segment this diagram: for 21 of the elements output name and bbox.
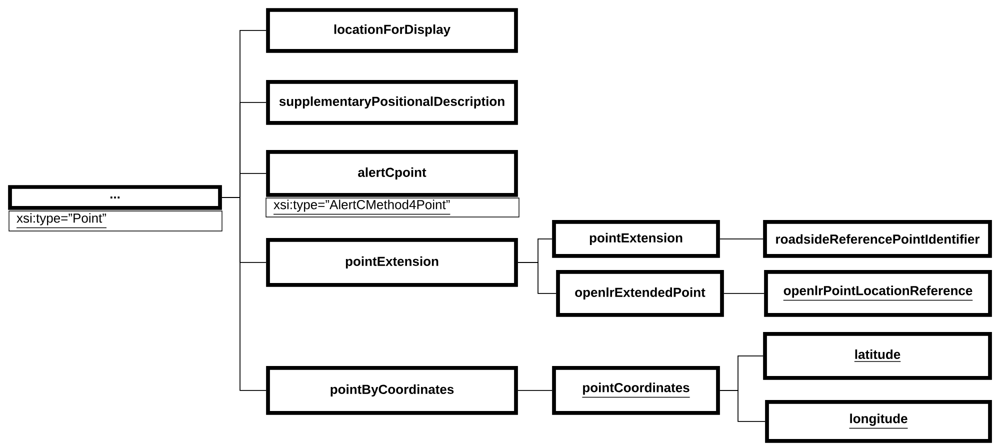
element-box: openlrExtendedPoint bbox=[556, 270, 724, 317]
type-label: xsi:type=”AlertCMethod4Point” bbox=[266, 198, 520, 218]
type-label: xsi:type=”Point” bbox=[8, 210, 222, 232]
element-box: openlrPointLocationReference bbox=[764, 270, 992, 317]
element-box: pointByCoordinates bbox=[266, 366, 518, 415]
element-box: latitude bbox=[763, 332, 992, 380]
connector-line bbox=[724, 293, 764, 294]
element-box: pointExtension bbox=[266, 238, 518, 287]
element-box: longitude bbox=[765, 400, 992, 443]
connector-line bbox=[720, 390, 766, 422]
element-box: roadsideReferencePointIdentifier bbox=[763, 220, 992, 258]
element-box: alertCpoint bbox=[266, 150, 518, 197]
element-box: pointCoordinates bbox=[552, 366, 720, 415]
connector-line bbox=[222, 197, 267, 391]
element-box: pointExtension bbox=[552, 220, 720, 258]
connector-line bbox=[720, 238, 764, 240]
element-box: locationForDisplay bbox=[266, 8, 518, 53]
connector-line bbox=[518, 390, 553, 391]
element-box: supplementaryPositionalDescription bbox=[266, 80, 518, 125]
element-box: ... bbox=[8, 185, 222, 210]
connector-line bbox=[518, 262, 557, 294]
